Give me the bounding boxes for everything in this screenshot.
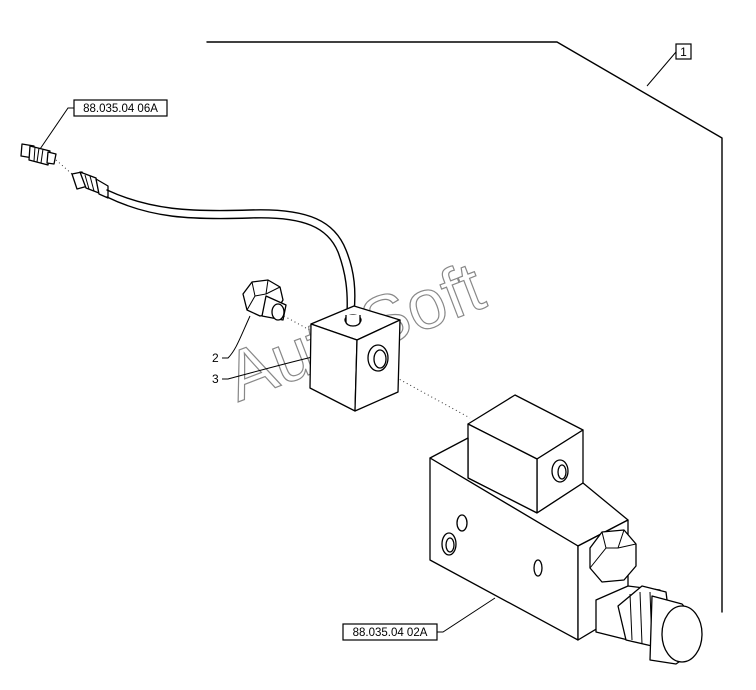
connector-plug — [20, 143, 57, 166]
connector-axis-line — [55, 159, 73, 175]
svg-text:88.035.04 06A: 88.035.04 06A — [83, 103, 158, 115]
assembly-index-box[interactable]: 1 — [675, 43, 692, 60]
assembly-bracket — [206, 41, 723, 613]
center-axis-line — [283, 315, 471, 419]
svg-text:88.035.04 02A: 88.035.04 02A — [353, 627, 428, 639]
svg-text:1: 1 — [680, 45, 687, 59]
hex-plug — [242, 279, 287, 321]
sensor-block — [309, 305, 401, 412]
valve-body — [429, 394, 703, 665]
svg-text:3: 3 — [212, 372, 219, 386]
ref-callout-top[interactable]: 88.035.04 06A — [37, 99, 168, 153]
svg-text:2: 2 — [212, 351, 219, 365]
ref-callout-bottom[interactable]: 88.035.04 02A — [342, 597, 496, 641]
item-2-label[interactable]: 2 — [212, 315, 251, 365]
sensor-cable-assembly — [71, 171, 356, 314]
